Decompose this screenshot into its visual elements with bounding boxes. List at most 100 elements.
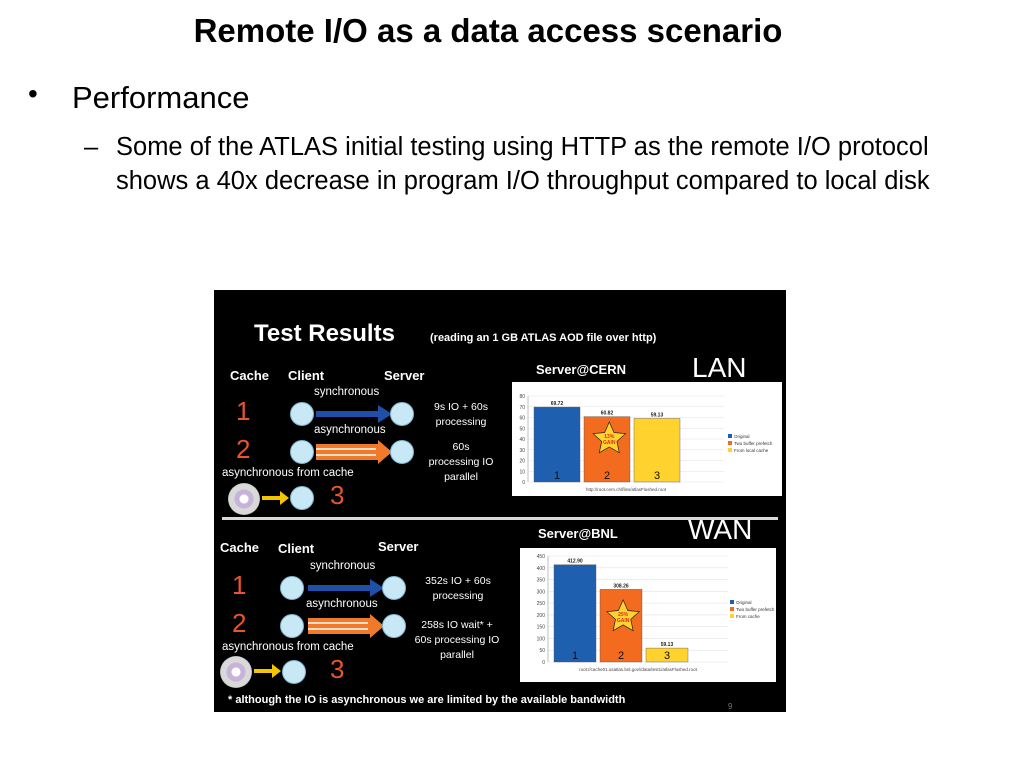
sub-bullet-text: Some of the ATLAS initial testing using … [116, 133, 930, 195]
wan-chart-gain-percent: 25% [618, 612, 629, 618]
wan-chart-legend-label: From cache [736, 614, 760, 619]
wan-label: WAN [688, 514, 753, 545]
section-divider [222, 517, 778, 520]
wan-bar-chart: 050100150200250300350400450412.901308.26… [537, 554, 775, 672]
lan-chart-ytick-label: 70 [519, 405, 525, 411]
lan-chart-category-label: 1 [554, 470, 560, 482]
lan-async-arrow [316, 440, 392, 464]
wan-chart-bar-3 [645, 647, 689, 663]
lan-chart-bar-1 [533, 406, 581, 483]
wan-chart-value-label: 412.90 [567, 559, 583, 565]
wan-row3-mode: asynchronous from cache [222, 641, 354, 653]
wan-client-node-3 [282, 660, 306, 684]
lan-chart-ytick-label: 10 [519, 469, 525, 475]
wan-chart-legend-swatch [730, 614, 734, 618]
wan-client-node-1 [280, 576, 304, 600]
test-results-figure: Test Results (reading an 1 GB ATLAS AOD … [214, 290, 786, 712]
wan-row2-result: 258s IO wait* + 60s processing IO parall… [414, 619, 500, 661]
lan-chart-category-label: 2 [604, 470, 610, 482]
lan-client-header: Client [288, 368, 325, 383]
lan-chart-category-label: 3 [654, 470, 660, 482]
lan-client-node-2 [290, 440, 314, 464]
wan-chart-ytick-label: 450 [537, 554, 546, 560]
wan-server-name: Server@BNL [538, 526, 618, 541]
wan-row2-mode: asynchronous [306, 598, 378, 610]
lan-chart-legend-label: From local cache [734, 448, 769, 453]
wan-server-node-1 [382, 576, 406, 600]
wan-chart-value-label: 308.26 [613, 583, 629, 589]
lan-row2-mode: asynchronous [314, 424, 386, 436]
figure-title: Test Results [254, 320, 395, 347]
wan-client-node-2 [280, 614, 304, 638]
wan-chart-ytick-label: 200 [537, 613, 546, 619]
lan-chart-ytick-label: 80 [519, 394, 525, 400]
wan-sync-arrow [308, 579, 384, 597]
lan-chart-legend-swatch [728, 441, 732, 445]
lan-row1-result: 9s IO + 60s processing [434, 401, 488, 428]
wan-chart-legend-swatch [730, 607, 734, 611]
wan-chart-gain-word: GAIN [617, 618, 630, 624]
wan-chart-legend-label: Two buffer prefetch [736, 607, 775, 612]
lan-chart-caption: http://root.cern.ch/files/atlasFlushed.r… [586, 487, 667, 492]
lan-chart-legend-swatch [728, 448, 732, 452]
wan-chart-ytick-label: 100 [537, 636, 546, 642]
lan-chart-gain-star [592, 421, 627, 454]
wan-chart-ytick-label: 350 [537, 578, 546, 584]
lan-chart-legend-label: Original [734, 434, 750, 439]
lan-chart-ytick-label: 40 [519, 437, 525, 443]
figure-page-number: 9 [728, 702, 733, 711]
wan-chart-legend-label: Original [736, 600, 752, 605]
wan-chart-value-label: 59.13 [661, 642, 674, 648]
wan-cache-disk-icon [220, 656, 252, 688]
lan-client-node-1 [290, 402, 314, 426]
wan-row1-mode: synchronous [310, 560, 376, 572]
lan-client-node-3 [290, 486, 314, 510]
lan-chart-ytick-label: 60 [519, 416, 525, 422]
lan-row3-number: 3 [330, 480, 345, 510]
lan-server-node-1 [390, 402, 414, 426]
wan-chart-category-label: 1 [572, 650, 578, 662]
wan-chart-caption: root://cache01.usatlas.bnl.gov//data/tes… [579, 667, 698, 672]
lan-row3-mode: asynchronous from cache [222, 467, 354, 479]
wan-chart-legend-swatch [730, 600, 734, 604]
lan-chart-ytick-label: 50 [519, 426, 525, 432]
wan-server-header: Server [378, 539, 419, 554]
lan-chart-ytick-label: 0 [522, 480, 525, 486]
lan-row2-result: 60s processing IO parallel [428, 441, 494, 483]
lan-server-name: Server@CERN [536, 362, 626, 377]
wan-chart-ytick-label: 250 [537, 601, 546, 607]
lan-cache-disk-icon [228, 483, 260, 515]
lan-row1-number: 1 [236, 396, 251, 426]
lan-label: LAN [692, 352, 747, 383]
lan-chart-ytick-label: 20 [519, 459, 525, 465]
wan-async-arrow [308, 614, 384, 638]
lan-chart-legend-label: Two buffer prefetch [734, 441, 773, 446]
wan-chart-ytick-label: 300 [537, 589, 546, 595]
lan-chart-legend-swatch [728, 434, 732, 438]
lan-bar-chart: 0102030405060708069.72160.82259.13313%GA… [519, 394, 773, 492]
wan-client-header: Client [278, 541, 315, 556]
wan-cache-header: Cache [220, 540, 260, 555]
wan-server-node-2 [382, 614, 406, 638]
lan-chart-ytick-label: 30 [519, 448, 525, 454]
lan-chart-value-label: 59.13 [651, 412, 664, 418]
wan-chart-category-label: 2 [618, 650, 624, 662]
wan-chart-category-label: 3 [664, 650, 670, 662]
lan-chart-value-label: 69.72 [551, 401, 564, 407]
lan-chart-gain-percent: 13% [604, 434, 615, 440]
wan-chart-ytick-label: 150 [537, 625, 546, 631]
figure-subtitle: (reading an 1 GB ATLAS AOD file over htt… [430, 332, 657, 344]
lan-cache-header: Cache [230, 368, 270, 383]
lan-server-header: Server [384, 368, 425, 383]
lan-chart-gain-word: GAIN [603, 440, 616, 446]
wan-chart-ytick-label: 50 [539, 648, 545, 654]
wan-chart-ytick-label: 0 [542, 660, 545, 666]
wan-row1-number: 1 [232, 570, 247, 600]
lan-row1-mode: synchronous [314, 386, 380, 398]
lan-row2-number: 2 [236, 434, 251, 464]
slide-title: Remote I/O as a data access scenario [193, 12, 783, 49]
wan-chart-gain-star [606, 599, 641, 632]
wan-cache-arrow [254, 664, 281, 678]
